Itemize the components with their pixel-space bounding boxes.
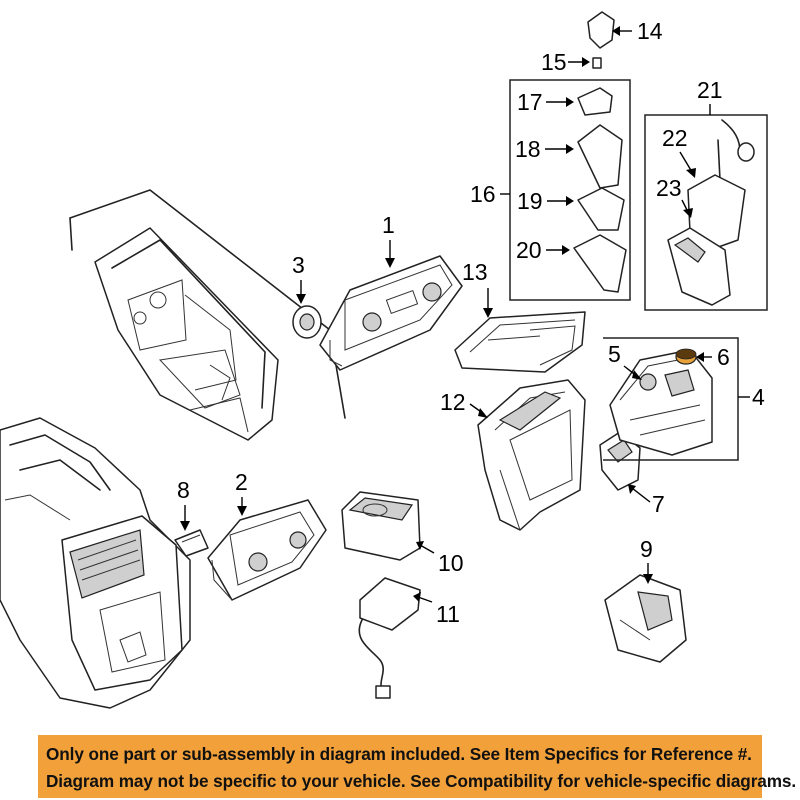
part-15-clip	[592, 57, 602, 69]
part-6-cap	[675, 348, 697, 365]
svg-text:1: 1	[382, 212, 395, 238]
svg-text:14: 14	[637, 18, 663, 44]
svg-text:5: 5	[608, 341, 621, 367]
callout-15: 15	[541, 49, 590, 75]
callout-21: 21	[697, 77, 723, 115]
callout-5: 5	[608, 341, 642, 380]
svg-text:15: 15	[541, 49, 567, 75]
part-12-bracket-frame	[477, 379, 586, 531]
callout-7: 7	[628, 484, 665, 517]
parts-21-23-group	[644, 114, 768, 311]
callout-17: 17	[517, 89, 574, 115]
callout-20: 20	[516, 237, 570, 263]
callout-12: 12	[440, 389, 488, 418]
part-10-storage-tray	[341, 491, 421, 561]
callout-11: 11	[413, 592, 460, 627]
part-3-knob	[292, 305, 322, 339]
callout-23: 23	[656, 175, 693, 218]
svg-text:7: 7	[652, 491, 665, 517]
callout-8: 8	[177, 477, 190, 531]
svg-text:6: 6	[717, 344, 730, 370]
svg-text:20: 20	[516, 237, 542, 263]
part-1-climate-control-panel	[319, 255, 463, 371]
parts-diagram: 1 2 3 4 5 6 7 8 9 10	[0, 11, 768, 709]
svg-text:10: 10	[438, 550, 464, 576]
svg-text:12: 12	[440, 389, 466, 415]
callout-19: 19	[517, 188, 574, 214]
center-console-housing	[69, 189, 346, 441]
svg-text:21: 21	[697, 77, 723, 103]
part-7-switch	[599, 431, 641, 491]
parts-16-20-group	[509, 79, 631, 301]
callout-10: 10	[416, 541, 464, 576]
svg-text:19: 19	[517, 188, 543, 214]
svg-text:3: 3	[292, 252, 305, 278]
svg-text:4: 4	[752, 384, 765, 410]
svg-text:18: 18	[515, 136, 541, 162]
svg-text:13: 13	[462, 259, 488, 285]
callout-6: 6	[696, 344, 730, 370]
rear-console-housing	[0, 417, 191, 709]
svg-text:9: 9	[640, 536, 653, 562]
callout-3: 3	[292, 252, 306, 304]
callout-13: 13	[462, 259, 493, 318]
svg-text:8: 8	[177, 477, 190, 503]
svg-text:16: 16	[470, 181, 496, 207]
callout-16: 16	[470, 181, 510, 207]
part-11-module-harness	[358, 577, 421, 699]
svg-text:2: 2	[235, 469, 248, 495]
callout-22: 22	[662, 125, 696, 178]
part-13-trim-bezel	[454, 311, 586, 373]
callout-9: 9	[640, 536, 653, 584]
svg-text:17: 17	[517, 89, 543, 115]
callout-2: 2	[235, 469, 248, 516]
callout-14: 14	[612, 18, 663, 44]
svg-text:22: 22	[662, 125, 688, 151]
part-8-bracket	[174, 529, 209, 557]
callout-4: 4	[738, 384, 765, 410]
disclaimer-banner: Only one part or sub-assembly in diagram…	[38, 735, 797, 798]
disclaimer-line-1: Only one part or sub-assembly in diagram…	[46, 744, 752, 764]
part-14-shift-knob	[587, 11, 615, 49]
part-2-rear-climate-panel	[207, 499, 327, 601]
svg-text:11: 11	[436, 601, 460, 627]
callout-1: 1	[382, 212, 395, 268]
part-9-shifter-base	[604, 574, 687, 663]
svg-text:23: 23	[656, 175, 682, 201]
callout-18: 18	[515, 136, 574, 162]
disclaimer-line-2: Diagram may not be specific to your vehi…	[46, 771, 797, 791]
